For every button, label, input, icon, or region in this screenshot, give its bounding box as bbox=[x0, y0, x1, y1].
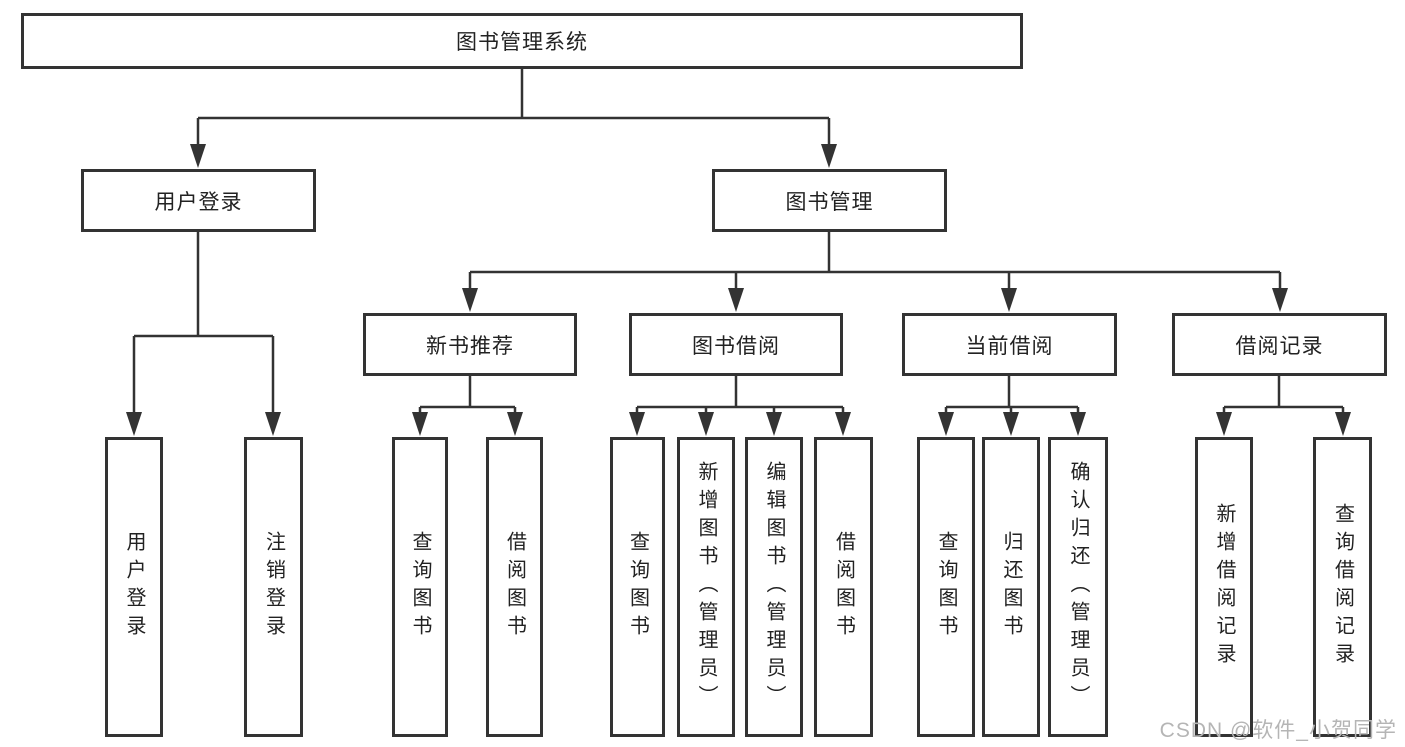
node-cb-return-books-label: 归还图书 bbox=[1000, 531, 1022, 643]
node-bb-edit-books: 编辑图书（管理员） bbox=[745, 437, 803, 737]
node-login-label: 用户登录 bbox=[123, 531, 145, 643]
node-cb-query-books-label: 查询图书 bbox=[935, 531, 957, 643]
node-new-book-recommend-label: 新书推荐 bbox=[426, 334, 514, 358]
node-root: 图书管理系统 bbox=[21, 13, 1023, 69]
node-bb-add-books-label: 新增图书（管理员） bbox=[695, 461, 717, 713]
node-login: 用户登录 bbox=[105, 437, 163, 737]
node-borrowing-records-label: 借阅记录 bbox=[1235, 334, 1324, 358]
node-bb-borrow-books-label: 借阅图书 bbox=[832, 531, 855, 643]
node-root-label: 图书管理系统 bbox=[456, 31, 588, 54]
node-borrowing-records: 借阅记录 bbox=[1172, 313, 1387, 376]
node-br-add-record: 新增借阅记录 bbox=[1195, 437, 1253, 737]
node-nbr-query-books: 查询图书 bbox=[392, 437, 448, 737]
node-logout-label: 注销登录 bbox=[262, 531, 285, 643]
node-bb-query-books-label: 查询图书 bbox=[626, 531, 649, 643]
node-book-management: 图书管理 bbox=[712, 169, 947, 232]
node-bb-query-books: 查询图书 bbox=[610, 437, 665, 737]
node-user-login: 用户登录 bbox=[81, 169, 316, 232]
node-book-borrowing: 图书借阅 bbox=[629, 313, 843, 376]
node-bb-edit-books-label: 编辑图书（管理员） bbox=[763, 461, 785, 713]
node-book-borrowing-label: 图书借阅 bbox=[692, 334, 780, 358]
node-user-login-label: 用户登录 bbox=[154, 190, 243, 214]
node-br-add-record-label: 新增借阅记录 bbox=[1213, 503, 1235, 671]
node-nbr-query-books-label: 查询图书 bbox=[409, 531, 431, 643]
node-bb-add-books: 新增图书（管理员） bbox=[677, 437, 735, 737]
node-br-query-record: 查询借阅记录 bbox=[1313, 437, 1372, 737]
node-cb-confirm-return-label: 确认归还（管理员） bbox=[1067, 461, 1089, 713]
node-new-book-recommend: 新书推荐 bbox=[363, 313, 577, 376]
node-nbr-borrow-books: 借阅图书 bbox=[486, 437, 543, 737]
node-logout: 注销登录 bbox=[244, 437, 303, 737]
node-nbr-borrow-books-label: 借阅图书 bbox=[503, 531, 526, 643]
node-current-borrowing: 当前借阅 bbox=[902, 313, 1117, 376]
node-bb-borrow-books: 借阅图书 bbox=[814, 437, 873, 737]
watermark-text: CSDN @软件_小贺同学 bbox=[1159, 719, 1397, 742]
node-cb-query-books: 查询图书 bbox=[917, 437, 975, 737]
node-current-borrowing-label: 当前借阅 bbox=[965, 334, 1054, 358]
node-book-management-label: 图书管理 bbox=[785, 190, 874, 214]
node-cb-return-books: 归还图书 bbox=[982, 437, 1040, 737]
node-cb-confirm-return: 确认归还（管理员） bbox=[1048, 437, 1108, 737]
node-br-query-record-label: 查询借阅记录 bbox=[1331, 503, 1354, 671]
